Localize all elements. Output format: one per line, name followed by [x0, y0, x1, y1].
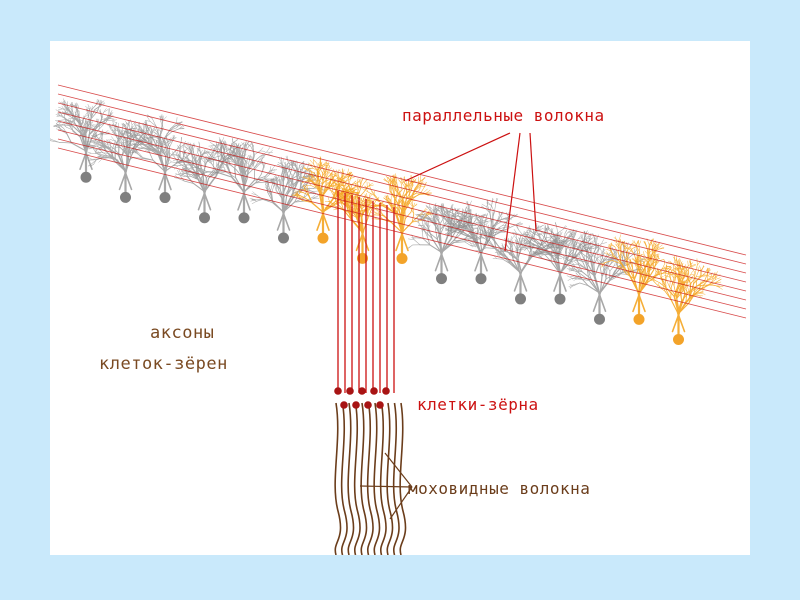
purkinje-soma — [594, 313, 605, 325]
purkinje-soma — [238, 212, 250, 224]
mossy-fiber — [373, 402, 381, 555]
cerebellum-diagram — [50, 84, 747, 555]
mossy-fiber — [366, 402, 374, 555]
mossy-fiber — [347, 402, 355, 555]
parallel-fiber — [57, 138, 747, 310]
purkinje-soma — [475, 273, 487, 285]
granule-cell — [376, 401, 384, 409]
purkinje-soma — [396, 252, 408, 264]
purkinje-soma — [515, 293, 526, 305]
granule-cell — [364, 401, 372, 409]
purkinje-soma — [317, 232, 329, 244]
parallel-fiber — [57, 129, 747, 301]
purkinje-soma — [159, 192, 171, 204]
mossy-fiber — [399, 402, 407, 555]
mossy-fibers — [334, 402, 407, 555]
parallel-fiber — [57, 84, 747, 256]
mossy-fibers-label: моховидные волокна — [408, 479, 591, 498]
purkinje-soma — [633, 313, 645, 325]
purkinje-cell — [600, 234, 677, 325]
purkinje-soma — [199, 212, 210, 224]
axons-label-line1: аксоны — [150, 323, 215, 343]
parallel-pointer-line — [504, 132, 521, 252]
granule-cell — [340, 401, 348, 409]
purkinje-cell — [166, 137, 249, 224]
parallel-fiber — [57, 120, 747, 292]
granule-cells — [334, 387, 390, 409]
mossy-fiber — [360, 402, 368, 555]
purkinje-soma — [554, 293, 566, 305]
granule-cells-label: клетки-зёрна — [417, 395, 539, 414]
purkinje-soma — [673, 334, 684, 346]
purkinje-soma — [80, 171, 92, 183]
mossy-pointer-line — [359, 485, 413, 488]
parallel-pointer-line — [404, 132, 511, 182]
axons-label-line2: клеток-зёрен — [99, 354, 228, 374]
mossy-fiber — [334, 402, 342, 555]
purkinje-cell — [122, 114, 195, 204]
mossy-fiber — [392, 402, 400, 555]
parallel-fibers — [57, 84, 747, 319]
granule-cell — [382, 387, 390, 395]
mossy-fiber — [379, 402, 387, 555]
mossy-fiber — [340, 402, 348, 555]
purkinje-cell — [50, 98, 118, 183]
mossy-fiber — [353, 402, 361, 555]
parallel-fiber — [57, 102, 747, 274]
mossy-pointer-line — [389, 486, 413, 520]
label-pointers — [359, 132, 537, 520]
parallel-pointer-line — [529, 132, 537, 232]
mossy-pointer-line — [384, 452, 413, 488]
purkinje-soma — [278, 232, 289, 244]
granule-cell — [346, 387, 354, 395]
granule-cell-axons — [337, 191, 395, 393]
parallel-fiber — [57, 147, 747, 319]
purkinje-cell — [649, 255, 724, 346]
purkinje-soma — [357, 252, 368, 264]
parallel-fiber — [57, 93, 747, 265]
purkinje-soma — [120, 191, 131, 203]
parallel-fibers-label: параллельные волокна — [402, 106, 605, 125]
granule-cell — [334, 387, 342, 395]
mossy-fiber — [386, 402, 394, 555]
granule-cell — [370, 387, 378, 395]
parallel-fiber — [57, 111, 747, 283]
granule-cell — [352, 401, 360, 409]
slide-panel: параллельные волокна аксоны клеток-зёрен… — [50, 41, 750, 555]
granule-cell — [358, 387, 366, 395]
purkinje-cell — [443, 197, 523, 285]
purkinje-soma — [436, 273, 447, 285]
purkinje-cell-layer — [50, 98, 724, 346]
